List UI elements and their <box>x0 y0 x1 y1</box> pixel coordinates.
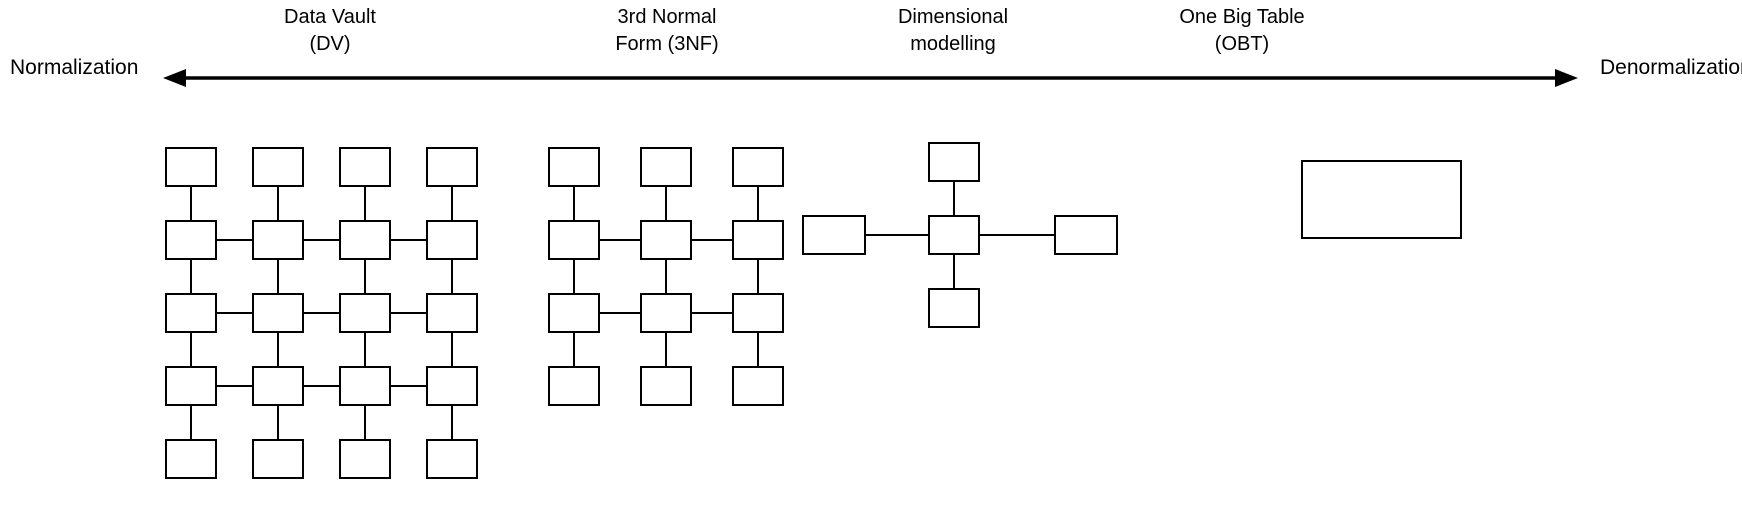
connector-line <box>692 311 732 315</box>
third-normal-form-box <box>640 293 692 333</box>
data-vault-box <box>165 366 217 406</box>
third-normal-form-box <box>548 147 600 187</box>
third-normal-form-box <box>732 366 784 406</box>
connector-line <box>217 238 252 242</box>
connector-line <box>276 406 280 439</box>
third-normal-form-box <box>548 366 600 406</box>
third-normal-form-box <box>548 293 600 333</box>
column-header-dimensional-modelling: Dimensional modelling <box>897 6 1009 55</box>
data-vault-box <box>339 220 391 260</box>
connector-line <box>391 311 426 315</box>
data-vault-box <box>165 293 217 333</box>
connector-line <box>450 333 454 366</box>
data-vault-box <box>252 293 304 333</box>
column-header-one-big-table: One Big Table (OBT) <box>1179 6 1305 55</box>
connector-line <box>363 260 367 293</box>
connector-line <box>363 333 367 366</box>
data-vault-box <box>165 147 217 187</box>
dimension-box-top <box>928 142 980 182</box>
connector-line <box>217 384 252 388</box>
data-vault-box <box>252 439 304 479</box>
connector-line <box>391 238 426 242</box>
column-header-third-normal-form: 3rd Normal Form (3NF) <box>615 6 719 55</box>
data-vault-box <box>339 366 391 406</box>
connector-line <box>189 406 193 439</box>
data-vault-box <box>339 293 391 333</box>
connector-line <box>450 406 454 439</box>
data-vault-box <box>426 220 478 260</box>
connector-line <box>450 187 454 220</box>
third-normal-form-box <box>640 220 692 260</box>
connector-line <box>600 238 640 242</box>
dimension-box-right <box>1054 215 1118 255</box>
arrow-left-icon <box>163 69 186 87</box>
connector-line <box>276 260 280 293</box>
connector-line <box>450 260 454 293</box>
data-vault-box <box>426 293 478 333</box>
third-normal-form-box <box>640 147 692 187</box>
connector-line <box>952 255 956 288</box>
connector-line <box>664 333 668 366</box>
connector-line <box>756 333 760 366</box>
connector-line <box>756 260 760 293</box>
data-vault-box <box>252 366 304 406</box>
third-normal-form-box <box>732 293 784 333</box>
connector-line <box>363 406 367 439</box>
connector-line <box>952 182 956 215</box>
connector-line <box>600 311 640 315</box>
arrow-right-icon <box>1555 69 1578 87</box>
connector-line <box>664 260 668 293</box>
connector-line <box>664 187 668 220</box>
data-vault-box <box>165 439 217 479</box>
connector-line <box>572 187 576 220</box>
connector-line <box>189 333 193 366</box>
data-vault-box <box>426 366 478 406</box>
connector-line <box>980 233 1054 237</box>
connector-line <box>276 333 280 366</box>
data-vault-box <box>426 147 478 187</box>
connector-line <box>572 333 576 366</box>
connector-line <box>391 384 426 388</box>
data-vault-box <box>252 147 304 187</box>
column-header-data-vault: Data Vault (DV) <box>284 6 376 55</box>
connector-line <box>304 311 339 315</box>
data-vault-box <box>339 147 391 187</box>
connector-line <box>854 233 928 237</box>
dimension-box-bottom <box>928 288 980 328</box>
data-vault-box <box>252 220 304 260</box>
axis-label-denormalization: Denormalization <box>1600 56 1742 79</box>
axis-label-normalization: Normalization <box>10 56 139 79</box>
data-vault-box <box>165 220 217 260</box>
connector-line <box>189 260 193 293</box>
connector-line <box>572 260 576 293</box>
connector-line <box>304 384 339 388</box>
connector-line <box>692 238 732 242</box>
third-normal-form-box <box>640 366 692 406</box>
connector-line <box>276 187 280 220</box>
connector-line <box>217 311 252 315</box>
third-normal-form-box <box>548 220 600 260</box>
connector-line <box>756 187 760 220</box>
connector-line <box>189 187 193 220</box>
third-normal-form-box <box>732 147 784 187</box>
dimension-box-left <box>802 215 866 255</box>
fact-box-center <box>928 215 980 255</box>
third-normal-form-box <box>732 220 784 260</box>
data-vault-box <box>426 439 478 479</box>
one-big-table-box <box>1301 160 1462 239</box>
connector-line <box>363 187 367 220</box>
connector-line <box>304 238 339 242</box>
data-vault-box <box>339 439 391 479</box>
